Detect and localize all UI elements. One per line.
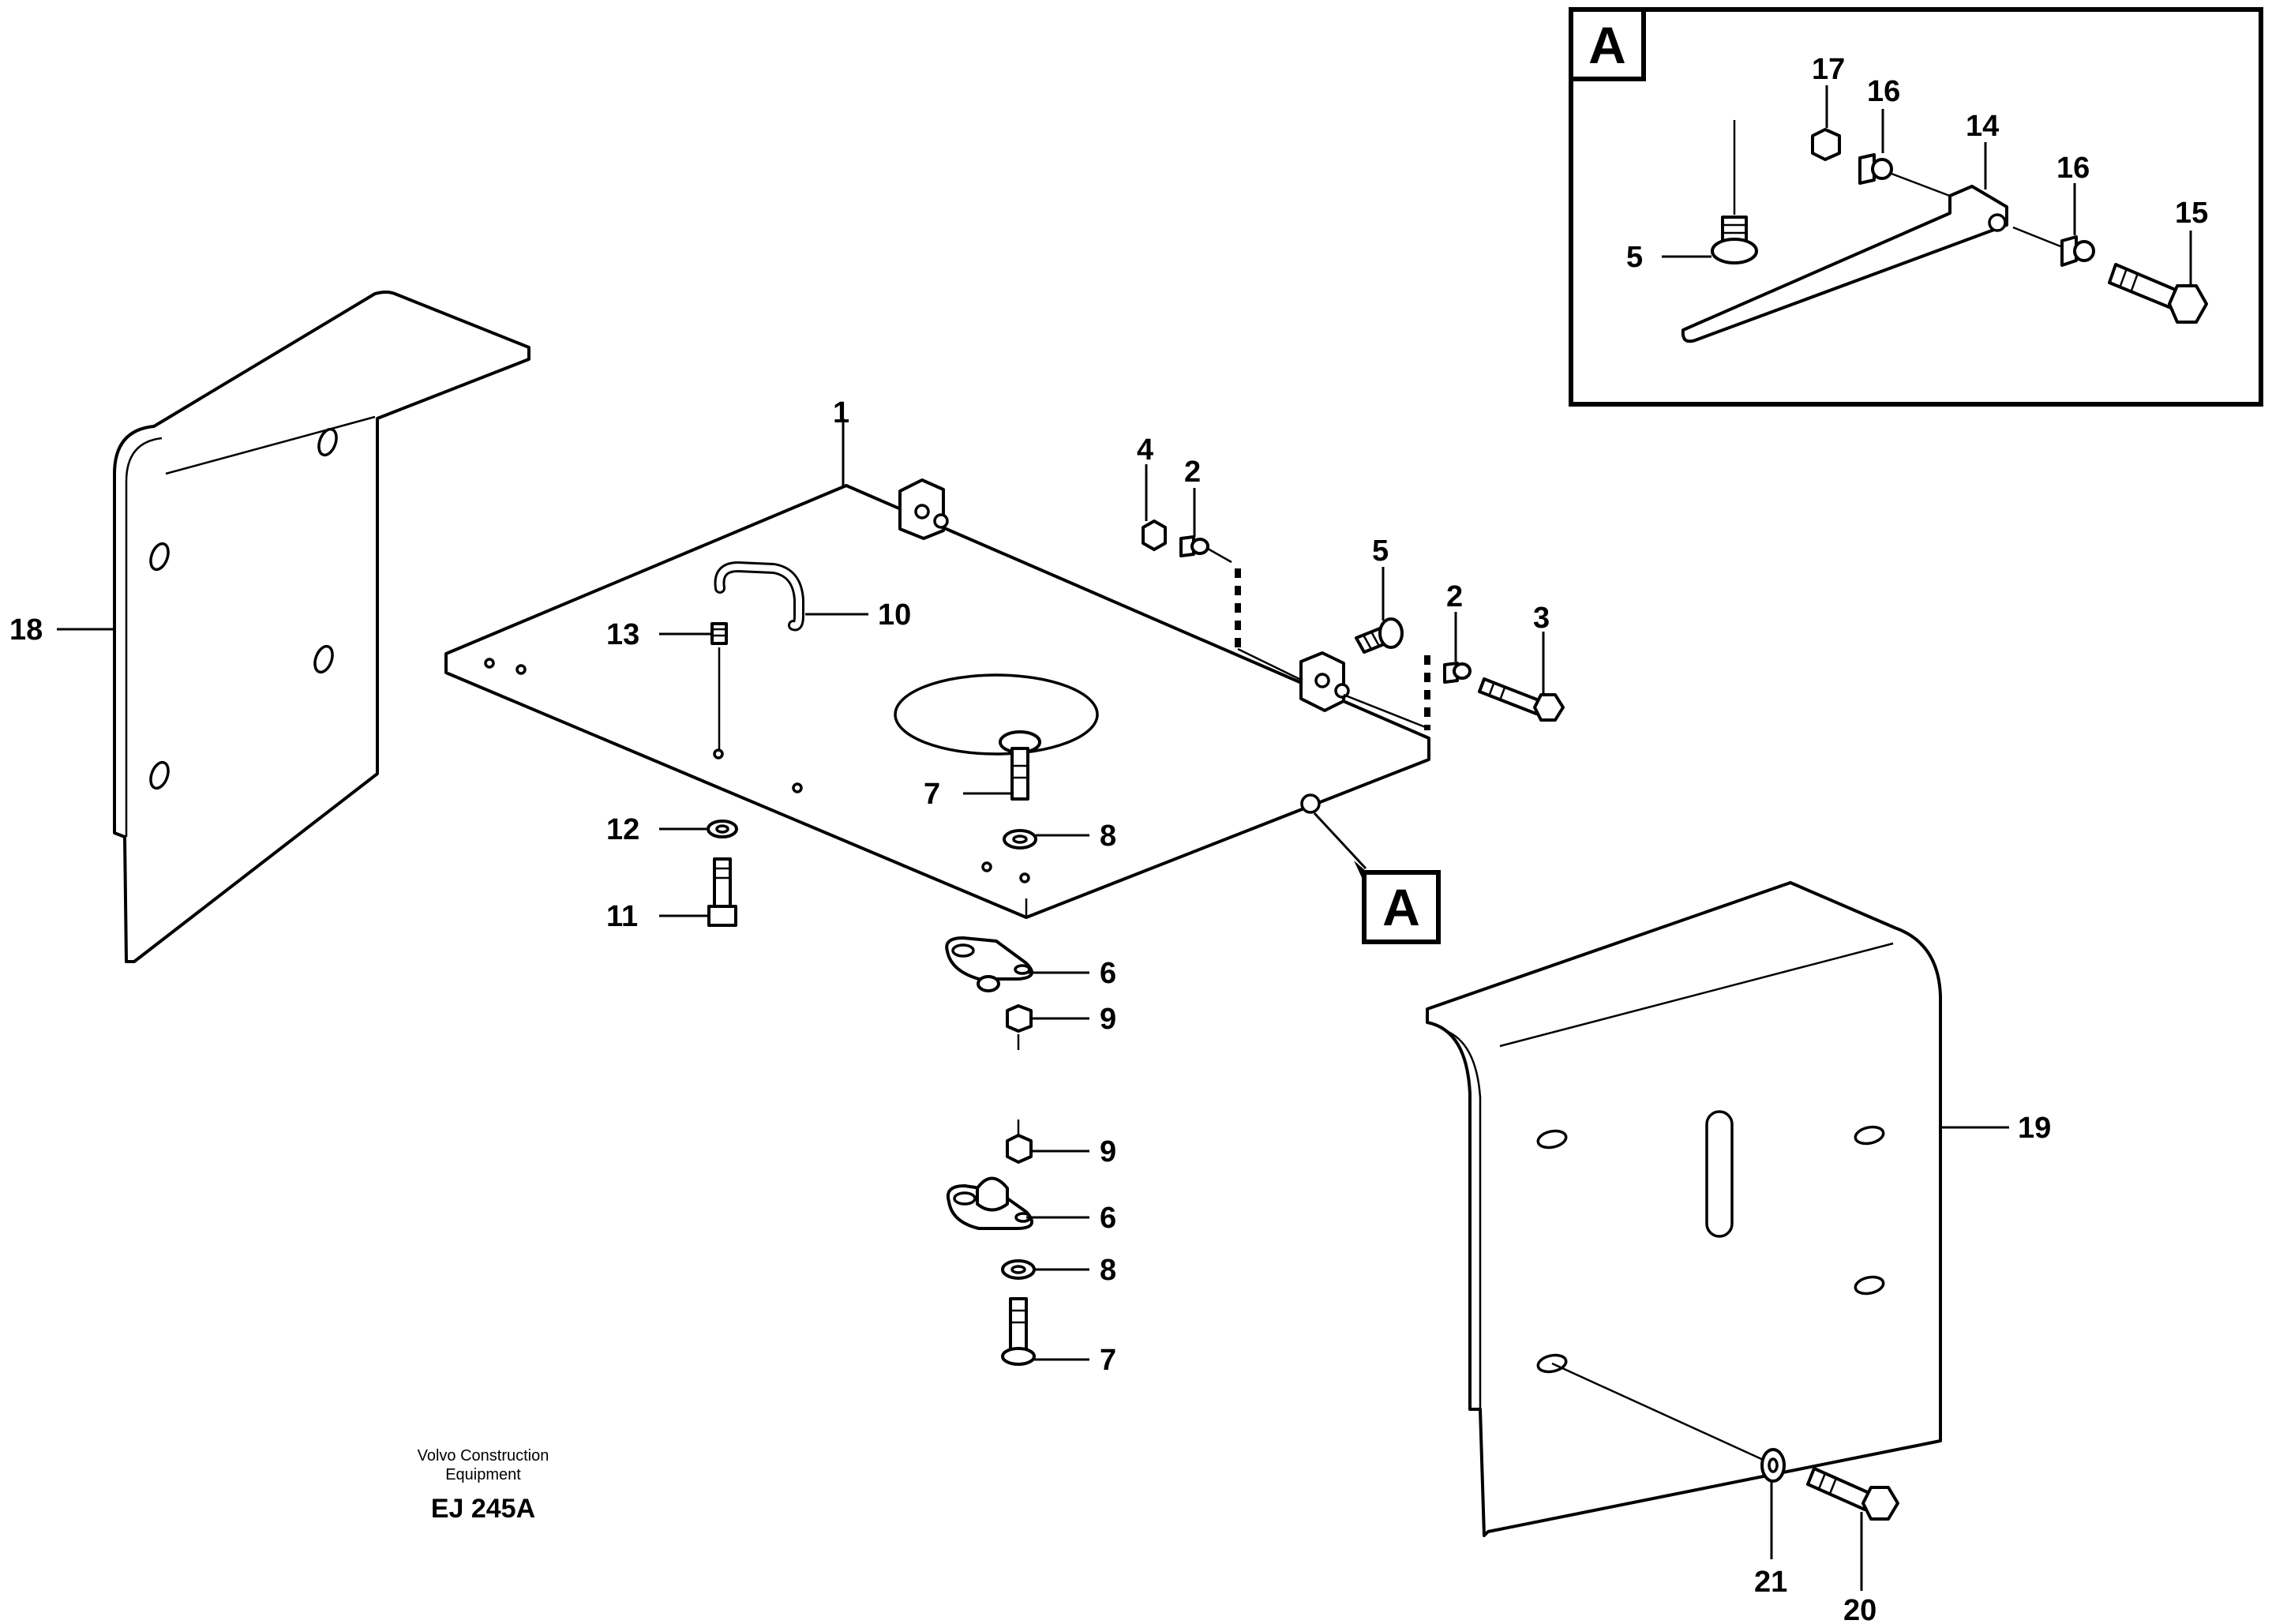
bolt-7-upper <box>999 730 1041 801</box>
bolt-3 <box>1478 677 1565 722</box>
callout-6a: 6 <box>1100 957 1116 990</box>
nut-9-lower <box>1006 1134 1033 1164</box>
callout-6b: 6 <box>1100 1202 1116 1235</box>
callout-9a: 9 <box>1100 1003 1116 1036</box>
callout-17: 17 <box>1812 53 1845 86</box>
callout-11: 11 <box>606 900 638 933</box>
callout-4: 4 <box>1137 433 1153 467</box>
callout-7a: 7 <box>924 778 940 811</box>
spacer-2-lower <box>1443 662 1472 684</box>
washer-21 <box>1760 1448 1786 1483</box>
drawing-code: EJ 245A <box>431 1494 535 1524</box>
bolt-11 <box>707 857 737 927</box>
callout-12: 12 <box>606 813 639 846</box>
callout-2b: 2 <box>1446 580 1463 613</box>
callout-7b: 7 <box>1100 1344 1116 1377</box>
callout-21: 21 <box>1754 1566 1787 1599</box>
callout-15: 15 <box>2175 197 2208 230</box>
callout-8a: 8 <box>1100 820 1116 853</box>
spacer-2-upper <box>1179 535 1209 557</box>
bolt-5-plate <box>1355 617 1404 654</box>
detail-marker-label: A <box>1382 878 1420 936</box>
washer-12 <box>707 820 738 838</box>
callout-20: 20 <box>1843 1594 1876 1624</box>
callout-8b: 8 <box>1100 1254 1116 1287</box>
side-panel-right <box>1426 881 1942 1537</box>
callout-5b: 5 <box>1626 241 1643 274</box>
mount-6-upper <box>945 936 1033 992</box>
callout-14: 14 <box>1966 110 1999 143</box>
callout-13: 13 <box>606 618 639 651</box>
mount-6-lower <box>947 1176 1033 1230</box>
callout-19: 19 <box>2018 1112 2051 1145</box>
callout-2a: 2 <box>1184 456 1201 489</box>
floor-plate <box>444 478 1430 919</box>
callout-9b: 9 <box>1100 1135 1116 1168</box>
bolt-20 <box>1806 1467 1899 1521</box>
detail-marker-frame <box>1362 870 1441 944</box>
handle <box>710 561 804 750</box>
nut-9-upper <box>1006 1004 1033 1050</box>
washer-8-lower <box>1001 1259 1036 1280</box>
bolt-7-lower <box>1001 1297 1036 1366</box>
side-panel-left <box>113 291 531 963</box>
detail-box-label: A <box>1588 16 1626 74</box>
callout-10: 10 <box>878 598 911 632</box>
detail-box-a: A 5 17 16 14 16 15 <box>1569 7 2263 407</box>
maker-line-2: Equipment <box>445 1466 521 1483</box>
callout-3: 3 <box>1533 602 1550 635</box>
maker-line-1: Volvo Construction <box>418 1447 549 1465</box>
callout-16a: 16 <box>1867 75 1900 108</box>
callout-16b: 16 <box>2056 152 2090 185</box>
callout-1: 1 <box>833 396 849 429</box>
callout-18: 18 <box>9 613 43 647</box>
nut-4 <box>1142 519 1167 551</box>
washer-8-upper <box>1003 829 1037 850</box>
callout-5a: 5 <box>1372 534 1389 568</box>
